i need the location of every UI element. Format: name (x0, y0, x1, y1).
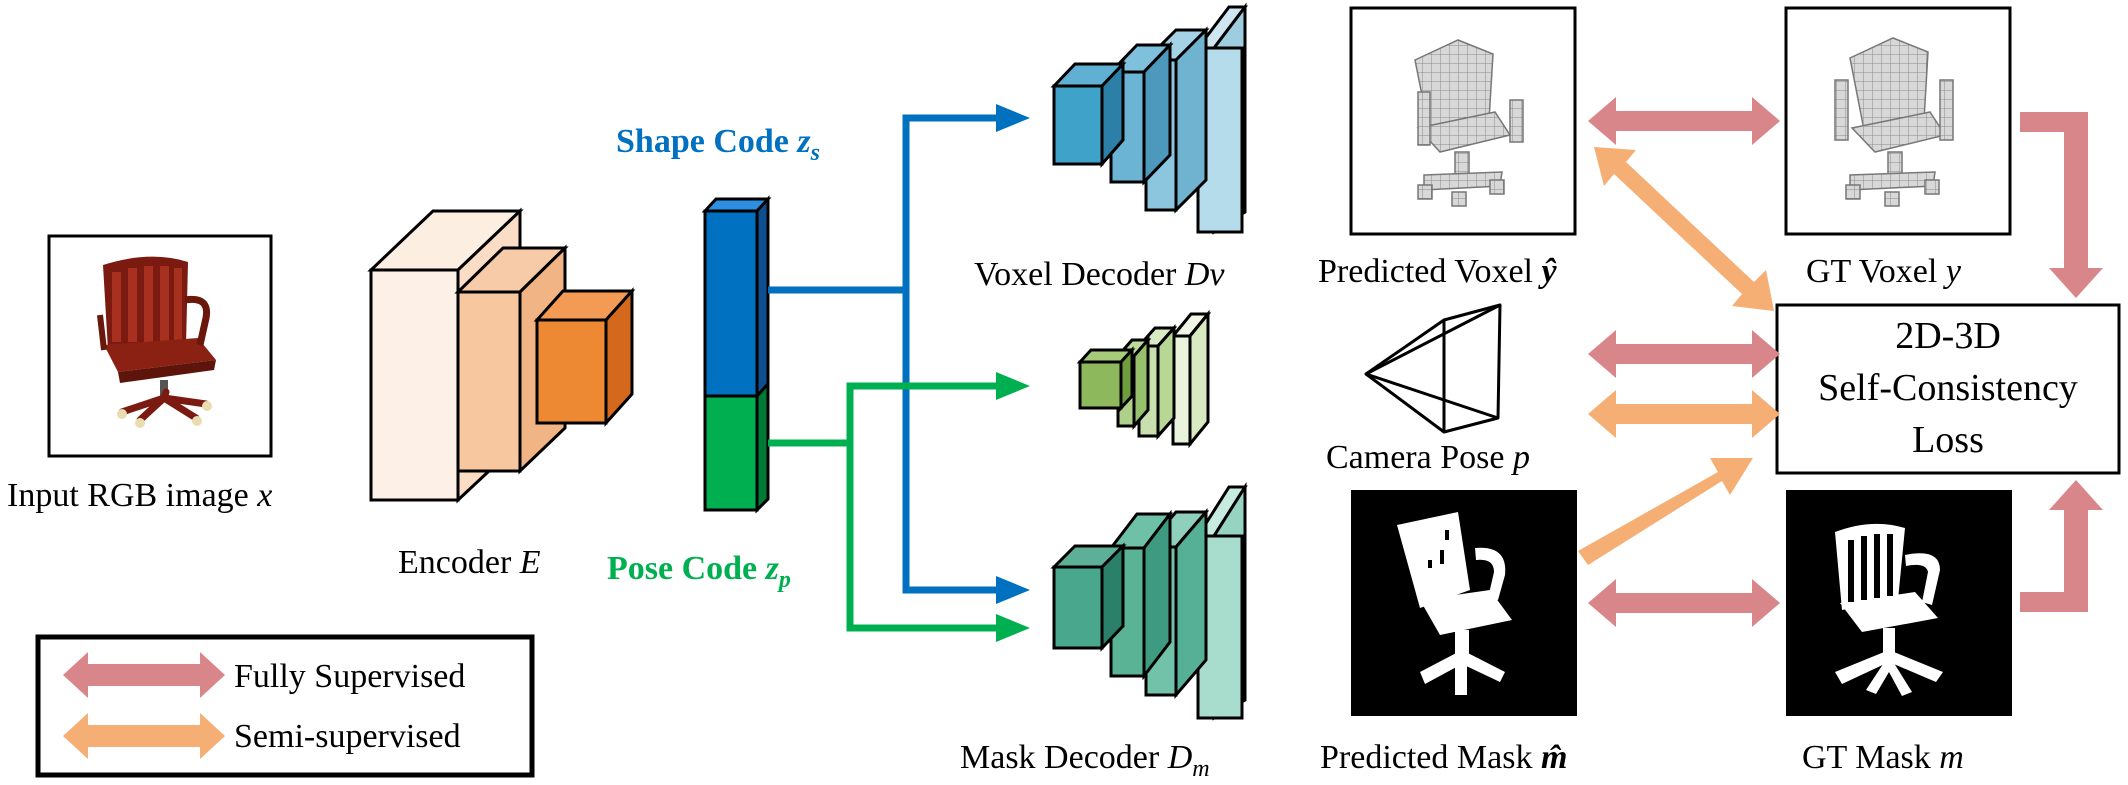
gt-voxel-to-loss-arrow (2020, 112, 2103, 298)
predicted-voxel-image (1349, 6, 1577, 236)
pose-decoder-block (1076, 309, 1212, 449)
mask-supervision-arrow (1588, 579, 1780, 627)
voxel-decoder-block (1050, 2, 1249, 235)
input-label: Input RGB image x (7, 477, 272, 514)
loss-line-3: Loss (1912, 419, 1984, 461)
predicted-mask-label: Predicted Mask m̂ (1320, 739, 1567, 776)
camera-icon (1364, 303, 1502, 434)
legend-fully-label: Fully Supervised (234, 658, 465, 695)
encoder-label: Encoder E (398, 544, 541, 581)
gt-voxel-image (1784, 6, 2012, 236)
mask-decoder-label: Mask Decoder Dm (960, 739, 1210, 782)
input-image (47, 234, 273, 458)
legend-semi-label: Semi-supervised (234, 718, 461, 755)
loss-box: 2D-3D Self-Consistency Loss (1775, 303, 2121, 475)
legend-semi-arrow (63, 713, 225, 759)
voxel-supervision-arrow (1588, 97, 1780, 145)
predicted-voxel-label: Predicted Voxel ŷ (1318, 253, 1558, 290)
voxel-decoder-label: Voxel Decoder Dv (974, 256, 1225, 293)
voxel-loss-semi-arrow (1594, 147, 1774, 311)
gt-voxel-label: GT Voxel y (1806, 253, 1962, 290)
pose-code-label: Pose Code zp (607, 550, 791, 593)
mask-decoder-block (1050, 481, 1248, 721)
loss-line-1: 2D-3D (1895, 315, 2001, 357)
gt-mask-image (1786, 490, 2012, 716)
predicted-mask-image (1351, 490, 1577, 716)
mask-loss-semi-arrow (1578, 458, 1753, 565)
encoder-block (367, 207, 636, 504)
semi-supervised-arrows (1578, 147, 1780, 565)
legend: Fully Supervised Semi-supervised (35, 634, 535, 778)
loss-line-2: Self-Consistency (1818, 367, 2078, 409)
shape-code-label: Shape Code zs (616, 123, 820, 166)
camera-supervision-arrow (1588, 330, 1780, 378)
gt-mask-label: GT Mask m (1802, 739, 1964, 776)
latent-code-bar (701, 195, 772, 514)
legend-fully-arrow (63, 652, 225, 698)
camera-semi-arrow (1588, 390, 1780, 438)
gt-mask-to-loss-arrow (2020, 480, 2103, 612)
camera-pose-label: Camera Pose p (1326, 439, 1530, 476)
pose-code-arrows (768, 372, 1030, 642)
shape-code-arrows (768, 104, 1030, 604)
chair-photo (97, 256, 216, 428)
fully-supervised-arrows (1588, 97, 2103, 627)
